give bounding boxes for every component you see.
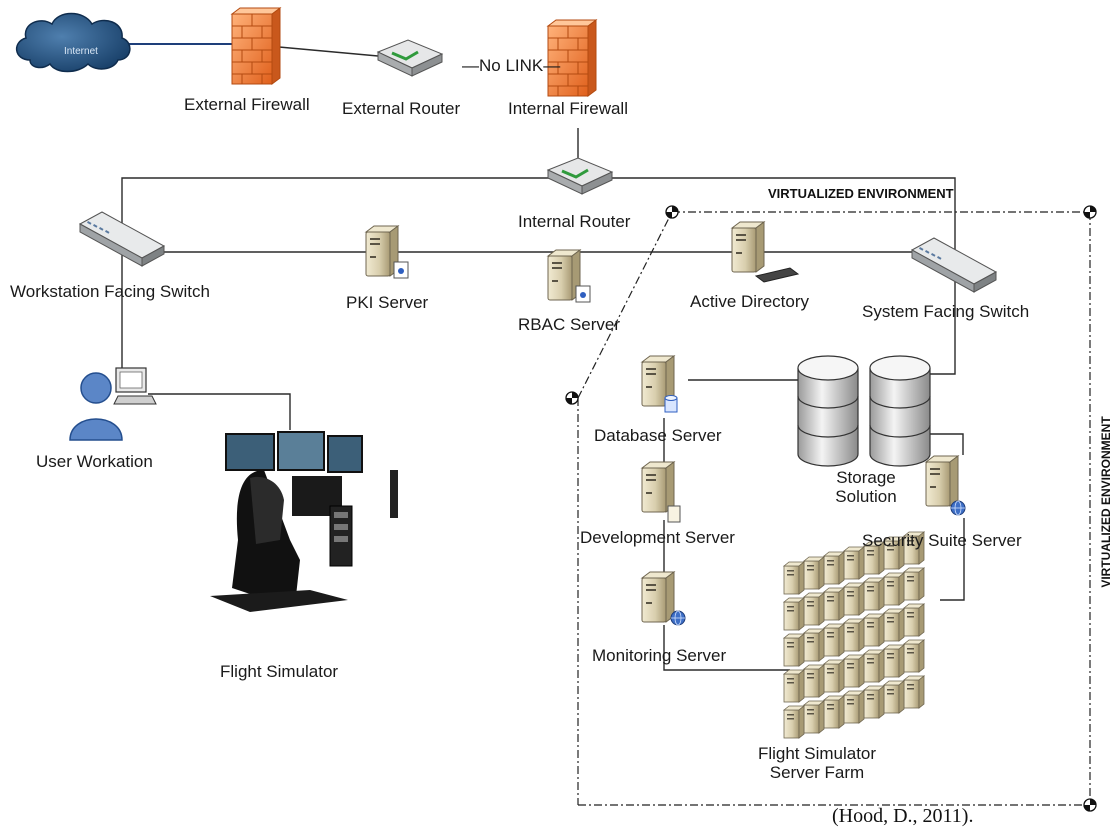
- security-suite-server-label: Security Suite Server: [862, 531, 1022, 550]
- farm-server-icon: [803, 664, 825, 698]
- security-suite-server-icon: [925, 455, 959, 507]
- flight-simulator-icon: [210, 431, 398, 612]
- external-router-icon: [376, 38, 444, 78]
- boundary-marker-icon: [665, 205, 679, 219]
- citation: (Hood, D., 2011).: [832, 805, 974, 827]
- farm-server-icon: [903, 567, 925, 601]
- farm-server-icon: [783, 561, 805, 595]
- farm-server-icon: [903, 675, 925, 709]
- farm-server-icon: [843, 546, 865, 580]
- development-server-label: Development Server: [580, 528, 735, 547]
- farm-server-icon: [863, 613, 885, 647]
- virtualized-boundary: [577, 211, 1091, 806]
- farm-server-icon: [863, 685, 885, 719]
- storage-drum-icon: [797, 355, 859, 467]
- farm-server-icon: [863, 649, 885, 683]
- boundary-marker-icon: [1083, 205, 1097, 219]
- internet-cloud-icon: [16, 12, 131, 73]
- server-farm-label: Flight Simulator Server Farm: [757, 744, 877, 782]
- boundary-marker-icon: [1083, 798, 1097, 812]
- farm-server-icon: [843, 654, 865, 688]
- farm-server-icon: [823, 551, 845, 585]
- globe-icon: [670, 610, 686, 626]
- document-icon: [667, 505, 681, 523]
- monitoring-server-label: Monitoring Server: [592, 646, 727, 665]
- external-firewall-label: External Firewall: [184, 95, 310, 114]
- farm-server-icon: [783, 633, 805, 667]
- rbac-server-icon: [547, 249, 581, 301]
- farm-server-icon: [883, 608, 905, 642]
- farm-server-icon: [883, 572, 905, 606]
- storage-solution-label: Storage Solution: [835, 468, 897, 506]
- farm-server-icon: [783, 597, 805, 631]
- storage-drum-icon: [869, 355, 931, 467]
- system-switch-icon: [911, 237, 997, 293]
- external-firewall-icon: [231, 7, 281, 85]
- pki-server-label: PKI Server: [346, 293, 429, 312]
- workstation-computer-icon: [113, 367, 157, 405]
- farm-server-icon: [803, 592, 825, 626]
- farm-server-icon: [903, 603, 925, 637]
- internal-router-label: Internal Router: [518, 212, 631, 231]
- system-switch-label: System Facing Switch: [862, 302, 1030, 321]
- virtualized-environment-side-title: VIRTUALIZED ENVIRONMENT: [1099, 416, 1113, 588]
- boundary-marker-icon: [565, 391, 579, 405]
- farm-server-icon: [823, 623, 845, 657]
- pki-server-icon: [365, 225, 399, 277]
- farm-server-icon: [903, 639, 925, 673]
- user-workstation-label: User Workation: [36, 452, 153, 471]
- farm-server-icon: [783, 705, 805, 739]
- certificate-icon: [393, 261, 409, 279]
- farm-server-icon: [823, 659, 845, 693]
- active-directory-icon: [731, 221, 765, 273]
- internal-router-icon: [546, 156, 614, 196]
- workstation-switch-label: Workstation Facing Switch: [10, 282, 210, 301]
- external-router-label: External Router: [342, 99, 461, 118]
- farm-server-icon: [803, 556, 825, 590]
- farm-server-icon: [803, 628, 825, 662]
- farm-server-icon: [823, 695, 845, 729]
- farm-server-icon: [823, 587, 845, 621]
- rbac-server-label: RBAC Server: [518, 315, 621, 334]
- certificate-icon: [575, 285, 591, 303]
- farm-server-icon: [803, 700, 825, 734]
- no-link-text: No LINK: [479, 56, 544, 75]
- farm-server-icon: [843, 618, 865, 652]
- virtualized-environment-title: VIRTUALIZED ENVIRONMENT: [768, 186, 954, 201]
- farm-server-icon: [883, 644, 905, 678]
- keyboard-icon: [754, 267, 800, 283]
- monitoring-server-icon: [641, 571, 675, 623]
- globe-icon: [950, 500, 966, 516]
- internet-label: Internet: [64, 46, 98, 57]
- database-icon: [664, 395, 678, 413]
- no-link-label: —No LINK—: [462, 56, 561, 75]
- active-directory-label: Active Directory: [690, 292, 810, 311]
- farm-server-icon: [783, 669, 805, 703]
- flight-simulator-label: Flight Simulator: [220, 662, 339, 681]
- farm-server-icon: [863, 577, 885, 611]
- user-icon: [69, 372, 123, 441]
- farm-server-icon: [843, 690, 865, 724]
- server-farm-icon: [783, 531, 925, 739]
- farm-server-icon: [843, 582, 865, 616]
- farm-server-icon: [883, 680, 905, 714]
- development-server-icon: [641, 461, 675, 513]
- internal-firewall-label: Internal Firewall: [508, 99, 628, 118]
- database-server-label: Database Server: [594, 426, 722, 445]
